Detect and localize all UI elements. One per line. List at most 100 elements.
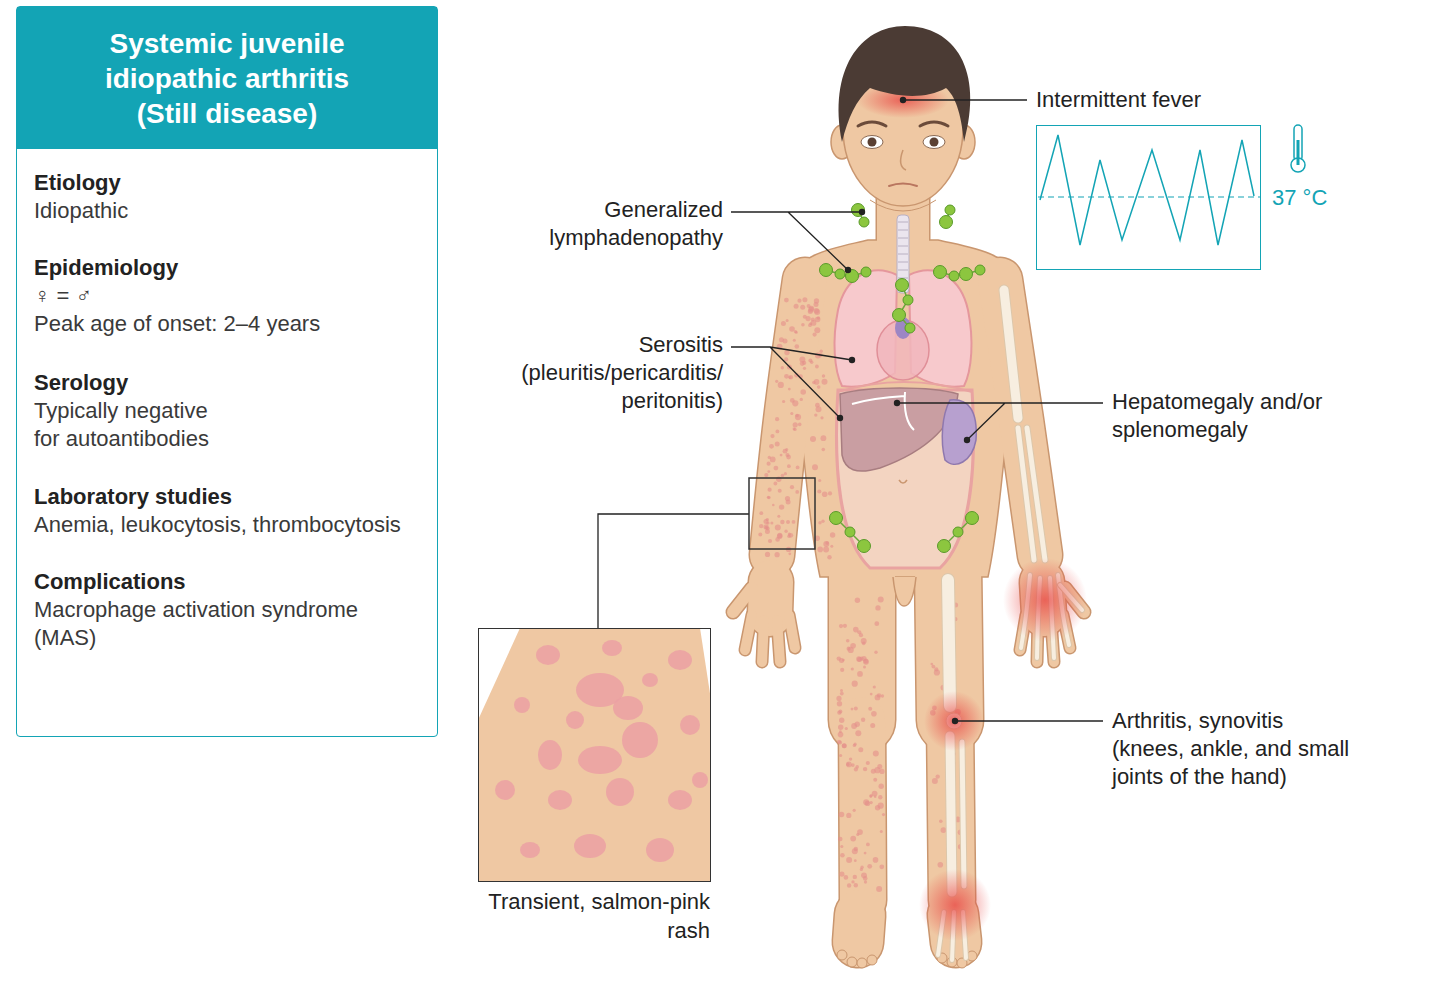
rash-dot xyxy=(813,333,817,337)
rash-blotch xyxy=(646,838,674,862)
rash-dot xyxy=(776,430,780,434)
rash-dot xyxy=(812,464,818,470)
joint-inflammation xyxy=(1003,558,1087,642)
rash-dot xyxy=(767,462,771,466)
limb-outline xyxy=(789,615,795,648)
rash-dot xyxy=(817,385,821,389)
rash-dot xyxy=(837,710,841,714)
rash-dot xyxy=(764,473,768,477)
limb-outline xyxy=(1000,280,1040,555)
leader-dot xyxy=(859,209,865,215)
rash-dot xyxy=(938,862,944,868)
rash-dot xyxy=(839,730,842,733)
section-heading: Laboratory studies xyxy=(34,483,434,511)
inset-limb xyxy=(478,628,711,882)
leader-line xyxy=(598,514,749,628)
rash-dot xyxy=(861,872,867,878)
section-text: Macrophage activation syndrome (MAS) xyxy=(34,596,404,652)
rash-dot xyxy=(839,624,843,628)
lymph-node xyxy=(945,205,955,215)
leader-line xyxy=(731,347,852,418)
child-figure xyxy=(733,26,1084,968)
rash-dot xyxy=(778,489,782,493)
spleen xyxy=(942,400,976,464)
rash-dot xyxy=(851,723,857,729)
section-heading: Etiology xyxy=(34,169,429,197)
rash-dot xyxy=(838,837,843,842)
rash-dot xyxy=(850,836,856,842)
rash-dot xyxy=(822,379,828,385)
rash-dot xyxy=(781,366,784,369)
rash-dot xyxy=(874,651,877,654)
eyebrow xyxy=(858,122,886,126)
rash-dot xyxy=(774,466,779,471)
rash-dot xyxy=(801,323,805,327)
rash-dot xyxy=(843,624,847,628)
rash-dot xyxy=(848,647,854,653)
rash-dot xyxy=(780,520,784,524)
rash-dot xyxy=(859,633,863,637)
rash-dot xyxy=(846,762,852,768)
section-text: ♀ = ♂ xyxy=(34,282,429,310)
rash-dot xyxy=(876,886,882,892)
rash-dot xyxy=(821,520,824,523)
trachea-ring xyxy=(898,254,908,255)
rash-dot xyxy=(860,657,864,661)
rash-inset: Transient, salmon-pink rash xyxy=(478,628,711,882)
rash-dot xyxy=(865,801,870,806)
rash-dot xyxy=(879,769,884,774)
rash-blotch xyxy=(668,650,692,670)
rash-dot xyxy=(784,530,787,533)
rash-dot xyxy=(874,796,877,799)
rash-dot xyxy=(808,307,814,313)
eye xyxy=(923,136,945,149)
rash-dot xyxy=(862,642,866,646)
rash-dot xyxy=(800,398,803,401)
rash-dot xyxy=(852,681,858,687)
info-section: SerologyTypically negative for autoantib… xyxy=(34,369,229,453)
mouth xyxy=(889,184,917,187)
rash-dot xyxy=(781,321,786,326)
limb-outline xyxy=(762,620,764,662)
rash-dot xyxy=(858,747,863,752)
rash-dot xyxy=(866,843,870,847)
rash-dot xyxy=(820,350,823,353)
trachea-ring xyxy=(898,230,908,231)
info-section: Epidemiology♀ = ♂Peak age of onset: 2–4 … xyxy=(34,254,429,338)
section-heading: Serology xyxy=(34,369,229,397)
rash-dot xyxy=(787,464,791,468)
bone xyxy=(950,736,952,892)
limb-outline xyxy=(772,280,805,555)
callout-label: Intermittent fever xyxy=(1036,86,1296,114)
bone-outline xyxy=(1004,290,1018,418)
rash-dot xyxy=(864,881,867,884)
lymph-node xyxy=(940,216,953,229)
inset-skin xyxy=(478,628,711,882)
rash-dot xyxy=(775,441,780,446)
rash-blotch xyxy=(514,697,530,713)
leader-dot xyxy=(952,718,958,724)
rash-dot xyxy=(820,416,823,419)
inset-caption: Transient, salmon-pink rash xyxy=(460,887,710,945)
rash-dot xyxy=(769,444,774,449)
rash-dot xyxy=(823,541,829,547)
rash-dot xyxy=(814,413,817,416)
leader-dot xyxy=(894,400,900,406)
limb xyxy=(733,588,752,612)
rash-dot xyxy=(842,743,847,748)
genitals xyxy=(893,577,916,606)
rash-inset-art xyxy=(478,628,711,882)
limb-outline xyxy=(745,615,752,650)
rash-dot xyxy=(840,845,843,848)
callout-label: Hepatomegaly and/or splenomegaly xyxy=(1112,388,1352,444)
rash-dot xyxy=(784,350,789,355)
rash-dot xyxy=(839,718,844,723)
callout-label: Arthritis, synovitis (knees, ankle, and … xyxy=(1112,707,1352,791)
rash-dot xyxy=(840,853,845,858)
panel-header: Systemic juvenile idiopathic arthritis (… xyxy=(17,7,437,149)
rash-dot xyxy=(932,665,936,669)
rash-dot xyxy=(783,449,788,454)
rash-dot xyxy=(870,693,873,696)
rash-dot xyxy=(839,658,844,663)
rash-dot xyxy=(854,883,858,887)
